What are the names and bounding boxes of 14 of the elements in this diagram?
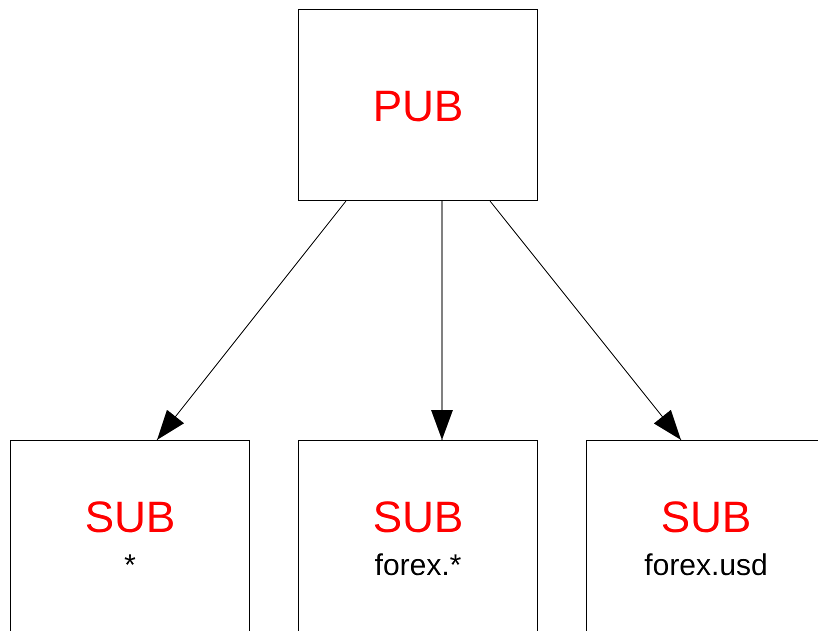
node-title: SUB — [660, 493, 752, 543]
node-title: PUB — [372, 82, 464, 132]
arrow — [490, 200, 682, 440]
process-box — [298, 440, 538, 631]
node-title: SUB — [84, 493, 176, 543]
process-box — [298, 9, 538, 201]
node-title: SUB — [372, 493, 464, 543]
process-box — [10, 440, 250, 631]
topic-pattern: forex.usd — [643, 549, 769, 583]
process-box — [586, 440, 818, 631]
topic-pattern: * — [123, 549, 137, 583]
topic-pattern: forex.* — [374, 549, 462, 583]
arrow — [431, 200, 453, 440]
arrow — [156, 200, 346, 440]
